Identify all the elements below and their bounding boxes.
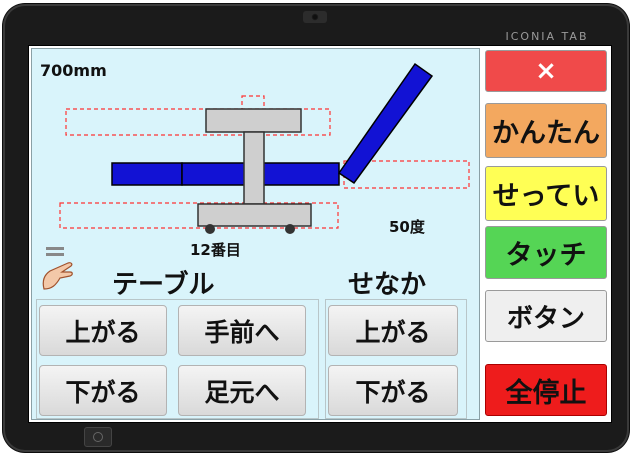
- camera-icon: [303, 11, 327, 23]
- table-button-group: [36, 299, 319, 419]
- table-down-button[interactable]: 下がる: [39, 365, 167, 416]
- close-icon: ×: [535, 56, 557, 86]
- table-pole-range-outline: [241, 95, 265, 111]
- bed-leg-section: [111, 162, 183, 186]
- back-section-title: せなか: [348, 270, 427, 300]
- home-icon: [93, 432, 103, 442]
- table-base: [197, 203, 312, 227]
- table-position-readout: 12番目: [190, 241, 241, 259]
- table-toward-button[interactable]: 手前へ: [178, 305, 306, 356]
- table-wheel: [285, 224, 295, 234]
- table-section-title: テーブル: [112, 270, 215, 300]
- height-readout: 700mm: [40, 61, 107, 80]
- button-mode-button[interactable]: ボタン: [485, 290, 607, 342]
- bed-diagram: [59, 62, 470, 234]
- app-screen: 700mm 12番目 50度: [28, 45, 612, 423]
- stop-all-button[interactable]: 全停止: [485, 364, 607, 416]
- bed-back-section: [337, 62, 434, 185]
- back-button-group: [325, 299, 467, 419]
- easy-mode-button[interactable]: かんたん: [485, 103, 607, 158]
- home-button[interactable]: [84, 427, 112, 447]
- touch-mode-button[interactable]: タッチ: [485, 226, 607, 279]
- brand-logo: ICONIA TAB: [505, 30, 589, 43]
- table-top-range-outline: [65, 108, 331, 136]
- back-angle-readout: 50度: [389, 218, 425, 236]
- table-up-button[interactable]: 上がる: [39, 305, 167, 356]
- table-top: [205, 108, 302, 133]
- table-base-range-outline: [59, 202, 339, 229]
- table-pole: [243, 131, 265, 205]
- control-panel: 700mm 12番目 50度: [31, 48, 480, 420]
- settings-button[interactable]: せってい: [485, 166, 607, 221]
- table-feet-button[interactable]: 足元へ: [178, 365, 306, 416]
- table-wheel: [205, 224, 215, 234]
- hand-touch-icon: [42, 247, 73, 290]
- close-button[interactable]: ×: [485, 50, 607, 92]
- back-up-button[interactable]: 上がる: [328, 305, 458, 356]
- back-down-button[interactable]: 下がる: [328, 365, 458, 416]
